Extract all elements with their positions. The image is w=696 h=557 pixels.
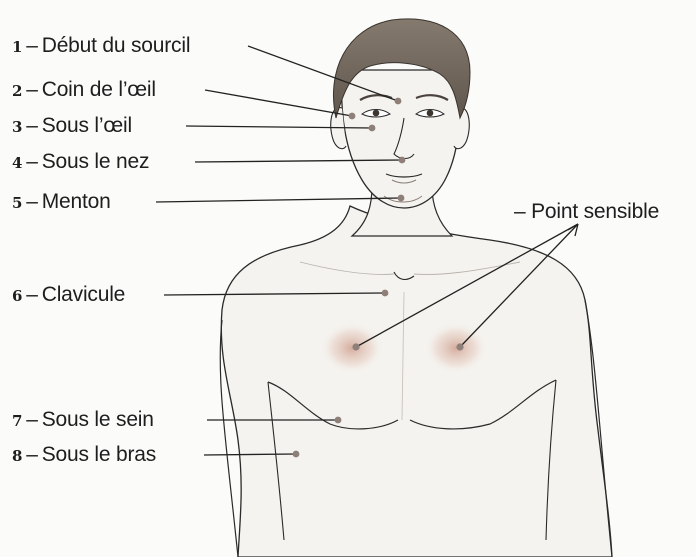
label-3: 3–Sous l’œil	[12, 114, 132, 139]
label-1-number: 1	[12, 38, 22, 56]
label-8-number: 8	[12, 447, 22, 465]
label-4-number: 4	[12, 154, 22, 172]
label-4-text: Sous le nez	[42, 150, 150, 173]
label-4: 4–Sous le nez	[12, 150, 149, 175]
label-4-dash: –	[26, 150, 37, 173]
label-2-text: Coin de l’œil	[42, 78, 156, 101]
label-6-number: 6	[12, 287, 22, 305]
label-2-dash: –	[26, 78, 37, 101]
left-iris	[373, 110, 380, 117]
label-6: 6–Clavicule	[12, 283, 125, 308]
right-iris	[427, 110, 434, 117]
point-sensible-right	[456, 343, 463, 350]
label-8: 8–Sous le bras	[12, 443, 156, 468]
label-6-dash: –	[26, 283, 37, 306]
label-7: 7–Sous le sein	[12, 408, 154, 433]
label-1-text: Début du sourcil	[42, 34, 191, 57]
point-8	[293, 451, 300, 458]
label-3-text: Sous l’œil	[42, 114, 132, 137]
label-3-number: 3	[12, 118, 22, 136]
point-sensible-text: Point sensible	[531, 200, 659, 223]
leader-5	[156, 198, 401, 202]
point-6	[382, 290, 389, 297]
label-6-text: Clavicule	[42, 283, 125, 306]
point-sensible-dash: –	[514, 200, 525, 223]
label-1-dash: –	[26, 34, 37, 57]
label-8-text: Sous le bras	[42, 443, 156, 466]
label-7-dash: –	[26, 408, 37, 431]
label-1: 1–Début du sourcil	[12, 34, 190, 59]
label-5-dash: –	[26, 190, 37, 213]
label-5: 5–Menton	[12, 190, 111, 215]
point-7	[335, 417, 342, 424]
leader-2	[205, 90, 352, 116]
sensible-glow-right	[424, 322, 488, 374]
label-7-text: Sous le sein	[42, 408, 154, 431]
point-3	[369, 125, 376, 132]
label-8-dash: –	[26, 443, 37, 466]
sensible-glow-left	[320, 322, 384, 374]
label-2-number: 2	[12, 82, 22, 100]
label-7-number: 7	[12, 412, 22, 430]
point-1	[395, 98, 402, 105]
point-sensible-left	[352, 343, 359, 350]
label-point-sensible: – Point sensible	[514, 200, 659, 224]
point-5	[398, 195, 405, 202]
label-5-number: 5	[12, 194, 22, 212]
point-2	[349, 113, 356, 120]
label-3-dash: –	[26, 114, 37, 137]
label-5-text: Menton	[42, 190, 111, 213]
label-2: 2–Coin de l’œil	[12, 78, 156, 103]
face	[342, 70, 460, 208]
point-4	[399, 157, 406, 164]
